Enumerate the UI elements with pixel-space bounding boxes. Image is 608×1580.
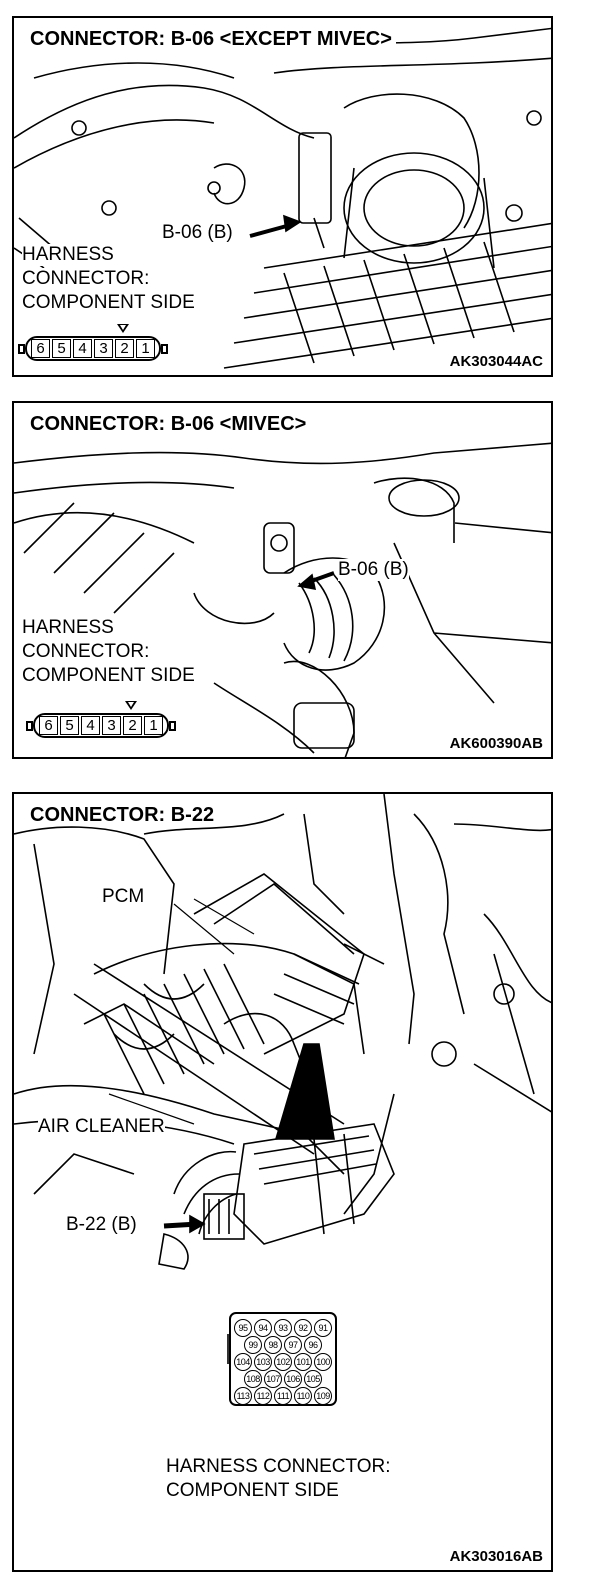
pin: 6 (39, 716, 58, 735)
connector-pin: 96 (304, 1336, 322, 1354)
connector-pin: 113 (234, 1387, 252, 1405)
connector-pin: 94 (254, 1319, 272, 1337)
connector-pinout: 6 5 4 3 2 1 (18, 336, 168, 361)
connector-latch-icon (169, 720, 176, 731)
connector-pin: 107 (264, 1370, 282, 1388)
pin: 5 (52, 339, 71, 358)
connector-pin: 98 (264, 1336, 282, 1354)
connector-pin: 92 (294, 1319, 312, 1337)
pin: 3 (94, 339, 113, 358)
pin: 5 (60, 716, 79, 735)
harness-label-line1: HARNESS (22, 617, 114, 639)
diagram-panel-b22: CONNECTOR: B-22 PCM AIR CLEANER B-22 (B)… (12, 792, 553, 1572)
callout-label: B-06 (B) (338, 559, 409, 581)
panel-title: CONNECTOR: B-22 (26, 804, 219, 826)
pin: 1 (136, 339, 155, 358)
harness-label-line3: COMPONENT SIDE (22, 665, 195, 687)
pin: 3 (102, 716, 121, 735)
figure-code: AK600390AB (447, 735, 545, 753)
pcm-label: PCM (102, 886, 145, 908)
connector-latch-icon (161, 343, 168, 354)
connector-pin: 93 (274, 1319, 292, 1337)
panel-title: CONNECTOR: B-06 <EXCEPT MIVEC> (26, 28, 396, 50)
callout-label: B-06 (B) (162, 222, 233, 244)
harness-label-line2: CONNECTOR: (22, 268, 150, 290)
connector-pin: 97 (284, 1336, 302, 1354)
pin-marker-icon (117, 324, 129, 333)
connector-latch-icon (18, 343, 25, 354)
connector-pin: 106 (284, 1370, 302, 1388)
connector-pin: 100 (314, 1353, 332, 1371)
pin: 2 (123, 716, 142, 735)
engine-illustration (14, 27, 551, 369)
connector-pin: 102 (274, 1353, 292, 1371)
pin: 4 (73, 339, 92, 358)
pin: 2 (115, 339, 134, 358)
connector-pinout: 6 5 4 3 2 1 (26, 713, 176, 738)
connector-pin: 108 (244, 1370, 262, 1388)
pin: 6 (31, 339, 50, 358)
connector-pin: 104 (234, 1353, 252, 1371)
diagram-panel-b06-mivec: CONNECTOR: B-06 <MIVEC> B-06 (B) HARNESS… (12, 401, 553, 759)
connector-pin: 95 (234, 1319, 252, 1337)
harness-label-line2: CONNECTOR: (22, 641, 150, 663)
connector-pin: 99 (244, 1336, 262, 1354)
harness-label-line1: HARNESS CONNECTOR: (166, 1456, 391, 1478)
figure-code: AK303016AB (447, 1548, 545, 1566)
connector-pin: 109 (314, 1387, 332, 1405)
harness-label-line3: COMPONENT SIDE (22, 292, 195, 314)
connector-pin: 110 (294, 1387, 312, 1405)
pin: 4 (81, 716, 100, 735)
connector-pin: 112 (254, 1387, 272, 1405)
connector-latch-icon (26, 720, 33, 731)
connector-pin: 101 (294, 1353, 312, 1371)
connector-pin: 111 (274, 1387, 292, 1405)
connector-pin: 105 (304, 1370, 322, 1388)
figure-code: AK303044AC (447, 353, 545, 371)
harness-label-line1: HARNESS (22, 244, 114, 266)
air-cleaner-label: AIR CLEANER (38, 1116, 165, 1138)
engine-illustration (14, 442, 551, 757)
callout-label: B-22 (B) (66, 1214, 137, 1236)
panel-title: CONNECTOR: B-06 <MIVEC> (26, 413, 311, 435)
connector-pin: 91 (314, 1319, 332, 1337)
engine-bay-illustration (14, 794, 551, 1364)
pin: 1 (144, 716, 163, 735)
harness-label-line2: COMPONENT SIDE (166, 1480, 339, 1502)
connector-pin: 103 (254, 1353, 272, 1371)
diagram-panel-b06-except-mivec: CONNECTOR: B-06 <EXCEPT MIVEC> B-06 (B) … (12, 16, 553, 377)
pin-marker-icon (125, 701, 137, 710)
